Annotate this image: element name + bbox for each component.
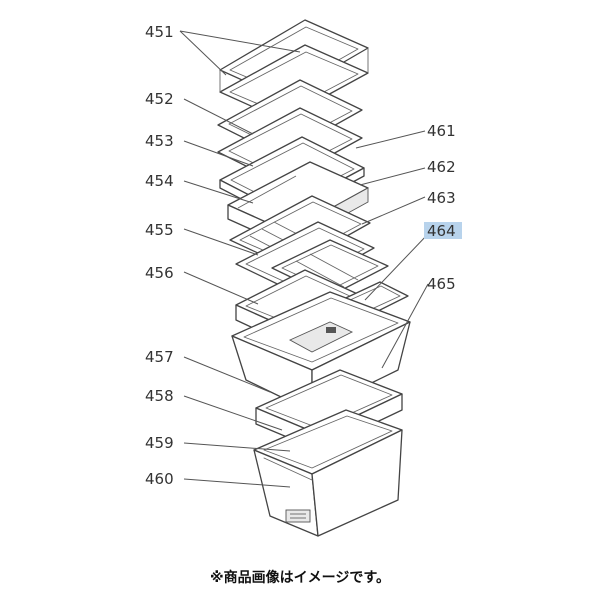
label-452: 452 bbox=[145, 90, 174, 108]
leader-lines bbox=[179, 30, 429, 488]
label-457: 457 bbox=[145, 348, 174, 366]
label-458: 458 bbox=[145, 387, 174, 405]
label-463: 463 bbox=[427, 189, 456, 207]
label-456: 456 bbox=[145, 264, 174, 282]
label-455: 455 bbox=[145, 221, 174, 239]
label-464: 464 bbox=[427, 222, 456, 240]
label-465: 465 bbox=[427, 275, 456, 293]
image-disclaimer-note: ※商品画像はイメージです。 bbox=[210, 569, 390, 586]
label-451: 451 bbox=[145, 23, 174, 41]
part-451-top-cover bbox=[219, 19, 369, 121]
label-459: 459 bbox=[145, 434, 174, 452]
label-453: 453 bbox=[145, 132, 174, 150]
label-461: 461 bbox=[427, 122, 456, 140]
label-462: 462 bbox=[427, 158, 456, 176]
label-460: 460 bbox=[145, 470, 174, 488]
label-464-highlight bbox=[424, 222, 462, 239]
part-labels: 451 452 453 454 455 456 457 458 459 460 … bbox=[145, 23, 462, 488]
part-460-bottom-case bbox=[253, 409, 403, 537]
label-454: 454 bbox=[145, 172, 174, 190]
